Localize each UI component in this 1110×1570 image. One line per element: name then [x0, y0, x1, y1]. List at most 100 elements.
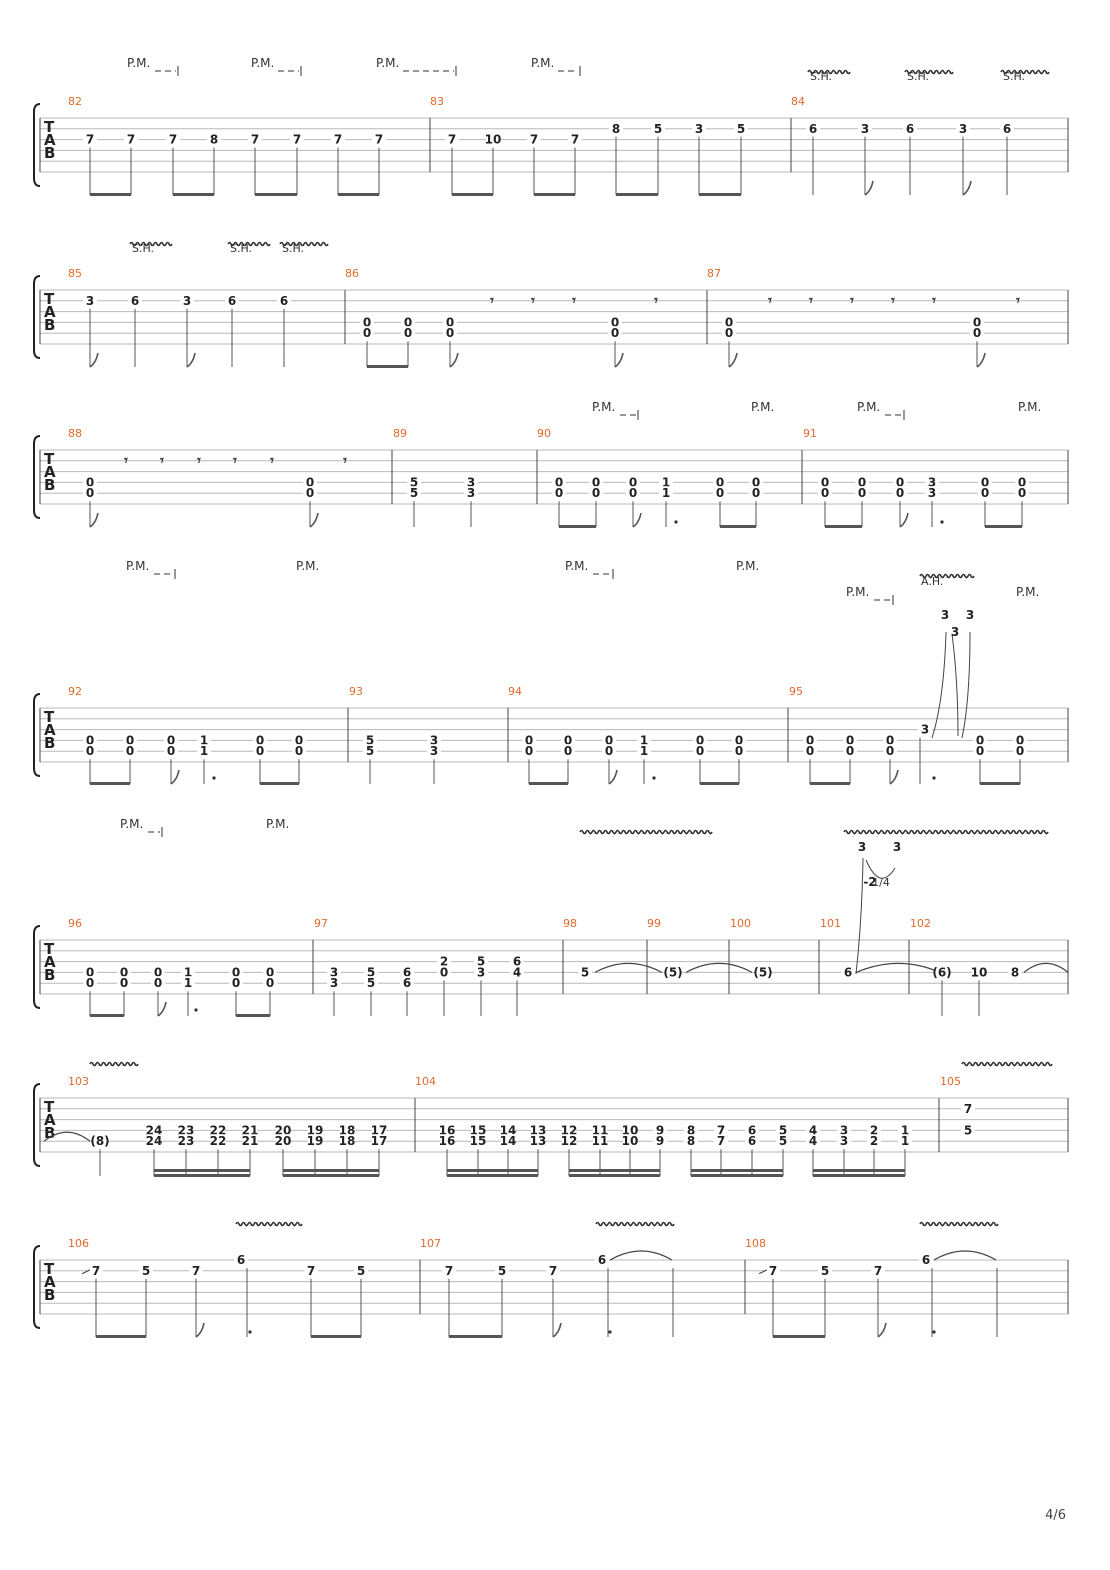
- fret-mask: [659, 475, 673, 489]
- fret-number: 3: [477, 965, 485, 979]
- fret-mask: [608, 315, 622, 329]
- fret-number: (8): [90, 1134, 109, 1148]
- fret-mask: [407, 475, 421, 489]
- fret-number: 0: [611, 326, 619, 340]
- note-beam: [773, 1335, 825, 1338]
- fret-number: 5: [366, 744, 374, 758]
- note-beam: [255, 193, 297, 196]
- fret-mask: [589, 475, 603, 489]
- tab-clef-letter: A: [44, 1111, 56, 1129]
- fret-number: 3: [921, 723, 929, 737]
- fret-number: 0: [363, 315, 371, 329]
- fret-mask: [407, 486, 421, 500]
- fret-mask: [83, 733, 97, 747]
- eighth-rest: 𝄾: [931, 293, 936, 309]
- fret-number: 0: [858, 475, 866, 489]
- fret-number: 0: [846, 744, 854, 758]
- tab-clef-letter: T: [44, 118, 55, 136]
- note-flag: [632, 512, 642, 528]
- note-beam: [452, 193, 493, 196]
- fret-number: 6: [237, 1253, 245, 1267]
- rhythm-dot: [932, 776, 936, 780]
- fret-mask: [304, 1263, 318, 1277]
- fret-number: 3: [430, 744, 438, 758]
- fret-mask: [1015, 486, 1029, 500]
- fret-number: 7: [92, 1264, 100, 1278]
- fret-number: 5: [581, 965, 589, 979]
- bend-arrow: [961, 631, 971, 739]
- fret-number: 3: [86, 294, 94, 308]
- tie-arc: [855, 962, 941, 973]
- fret-mask: [263, 976, 277, 990]
- fret-mask: [589, 486, 603, 500]
- eighth-rest: 𝄾: [232, 453, 237, 469]
- fret-mask: [290, 132, 304, 146]
- fret-mask: [151, 976, 165, 990]
- fret-number: 0: [86, 965, 94, 979]
- tie-arc: [594, 962, 663, 973]
- fret-mask: [510, 954, 524, 968]
- fret-number: 7: [334, 133, 342, 147]
- tab-clef-letter: B: [44, 144, 55, 162]
- vibrato-line: [807, 69, 851, 75]
- fret-mask: [327, 976, 341, 990]
- fret-number: 0: [525, 744, 533, 758]
- fret-number: 0: [973, 326, 981, 340]
- fret-number: 18: [339, 1123, 356, 1137]
- rhythm-dot: [248, 1330, 252, 1334]
- pm-annotation: P.M.: [251, 56, 274, 70]
- fret-mask: [898, 1134, 912, 1148]
- fret-number: (5): [753, 965, 772, 979]
- fret-number: 6: [403, 976, 411, 990]
- fret-number: 24: [146, 1123, 163, 1137]
- fret-mask: [510, 965, 524, 979]
- bend-value: 3: [966, 608, 974, 622]
- fret-number: 0: [611, 315, 619, 329]
- fret-mask: [593, 1123, 607, 1137]
- eighth-rest: 𝄾: [342, 453, 347, 469]
- fret-mask: [360, 315, 374, 329]
- fret-mask: [692, 121, 706, 135]
- fret-number: 0: [725, 315, 733, 329]
- bar-number: 82: [68, 95, 82, 108]
- fret-mask: [659, 486, 673, 500]
- fret-number: 10: [622, 1134, 639, 1148]
- slide-in: [758, 1269, 768, 1275]
- fret-number: 6: [598, 1253, 606, 1267]
- fret-number: 7: [448, 133, 456, 147]
- fret-mask: [440, 1134, 454, 1148]
- note-flag: [309, 512, 319, 528]
- fret-number: 0: [440, 965, 448, 979]
- fret-mask: [123, 744, 137, 758]
- fret-mask: [427, 733, 441, 747]
- fret-number: 7: [530, 133, 538, 147]
- fret-number: 0: [752, 486, 760, 500]
- fret-mask: [837, 1123, 851, 1137]
- bend-value: 1/4: [872, 876, 890, 889]
- bar-number: 83: [430, 95, 444, 108]
- fret-number: 16: [439, 1134, 456, 1148]
- fret-mask: [843, 733, 857, 747]
- bar-number: 92: [68, 685, 82, 698]
- fret-mask: [139, 1263, 153, 1277]
- fret-mask: [471, 1123, 485, 1137]
- rhythm-dot: [940, 520, 944, 524]
- note-beam: [699, 193, 741, 196]
- fret-number: 3: [330, 965, 338, 979]
- fret-mask: [179, 1134, 193, 1148]
- tab-clef-letter: A: [44, 303, 56, 321]
- fret-number: 9: [656, 1134, 664, 1148]
- bend-arrow: [865, 859, 896, 879]
- fret-number: 2: [870, 1134, 878, 1148]
- fret-number: 3: [183, 294, 191, 308]
- note-flag: [186, 352, 196, 368]
- fret-mask: [651, 121, 665, 135]
- eighth-rest: 𝄾: [123, 453, 128, 469]
- fret-number: 0: [306, 475, 314, 489]
- fret-number: 10: [485, 133, 502, 147]
- fret-number: 0: [232, 965, 240, 979]
- fret-number: 3: [330, 976, 338, 990]
- fret-mask: [522, 744, 536, 758]
- fret-number: (6): [932, 965, 951, 979]
- fret-number: 15: [470, 1123, 487, 1137]
